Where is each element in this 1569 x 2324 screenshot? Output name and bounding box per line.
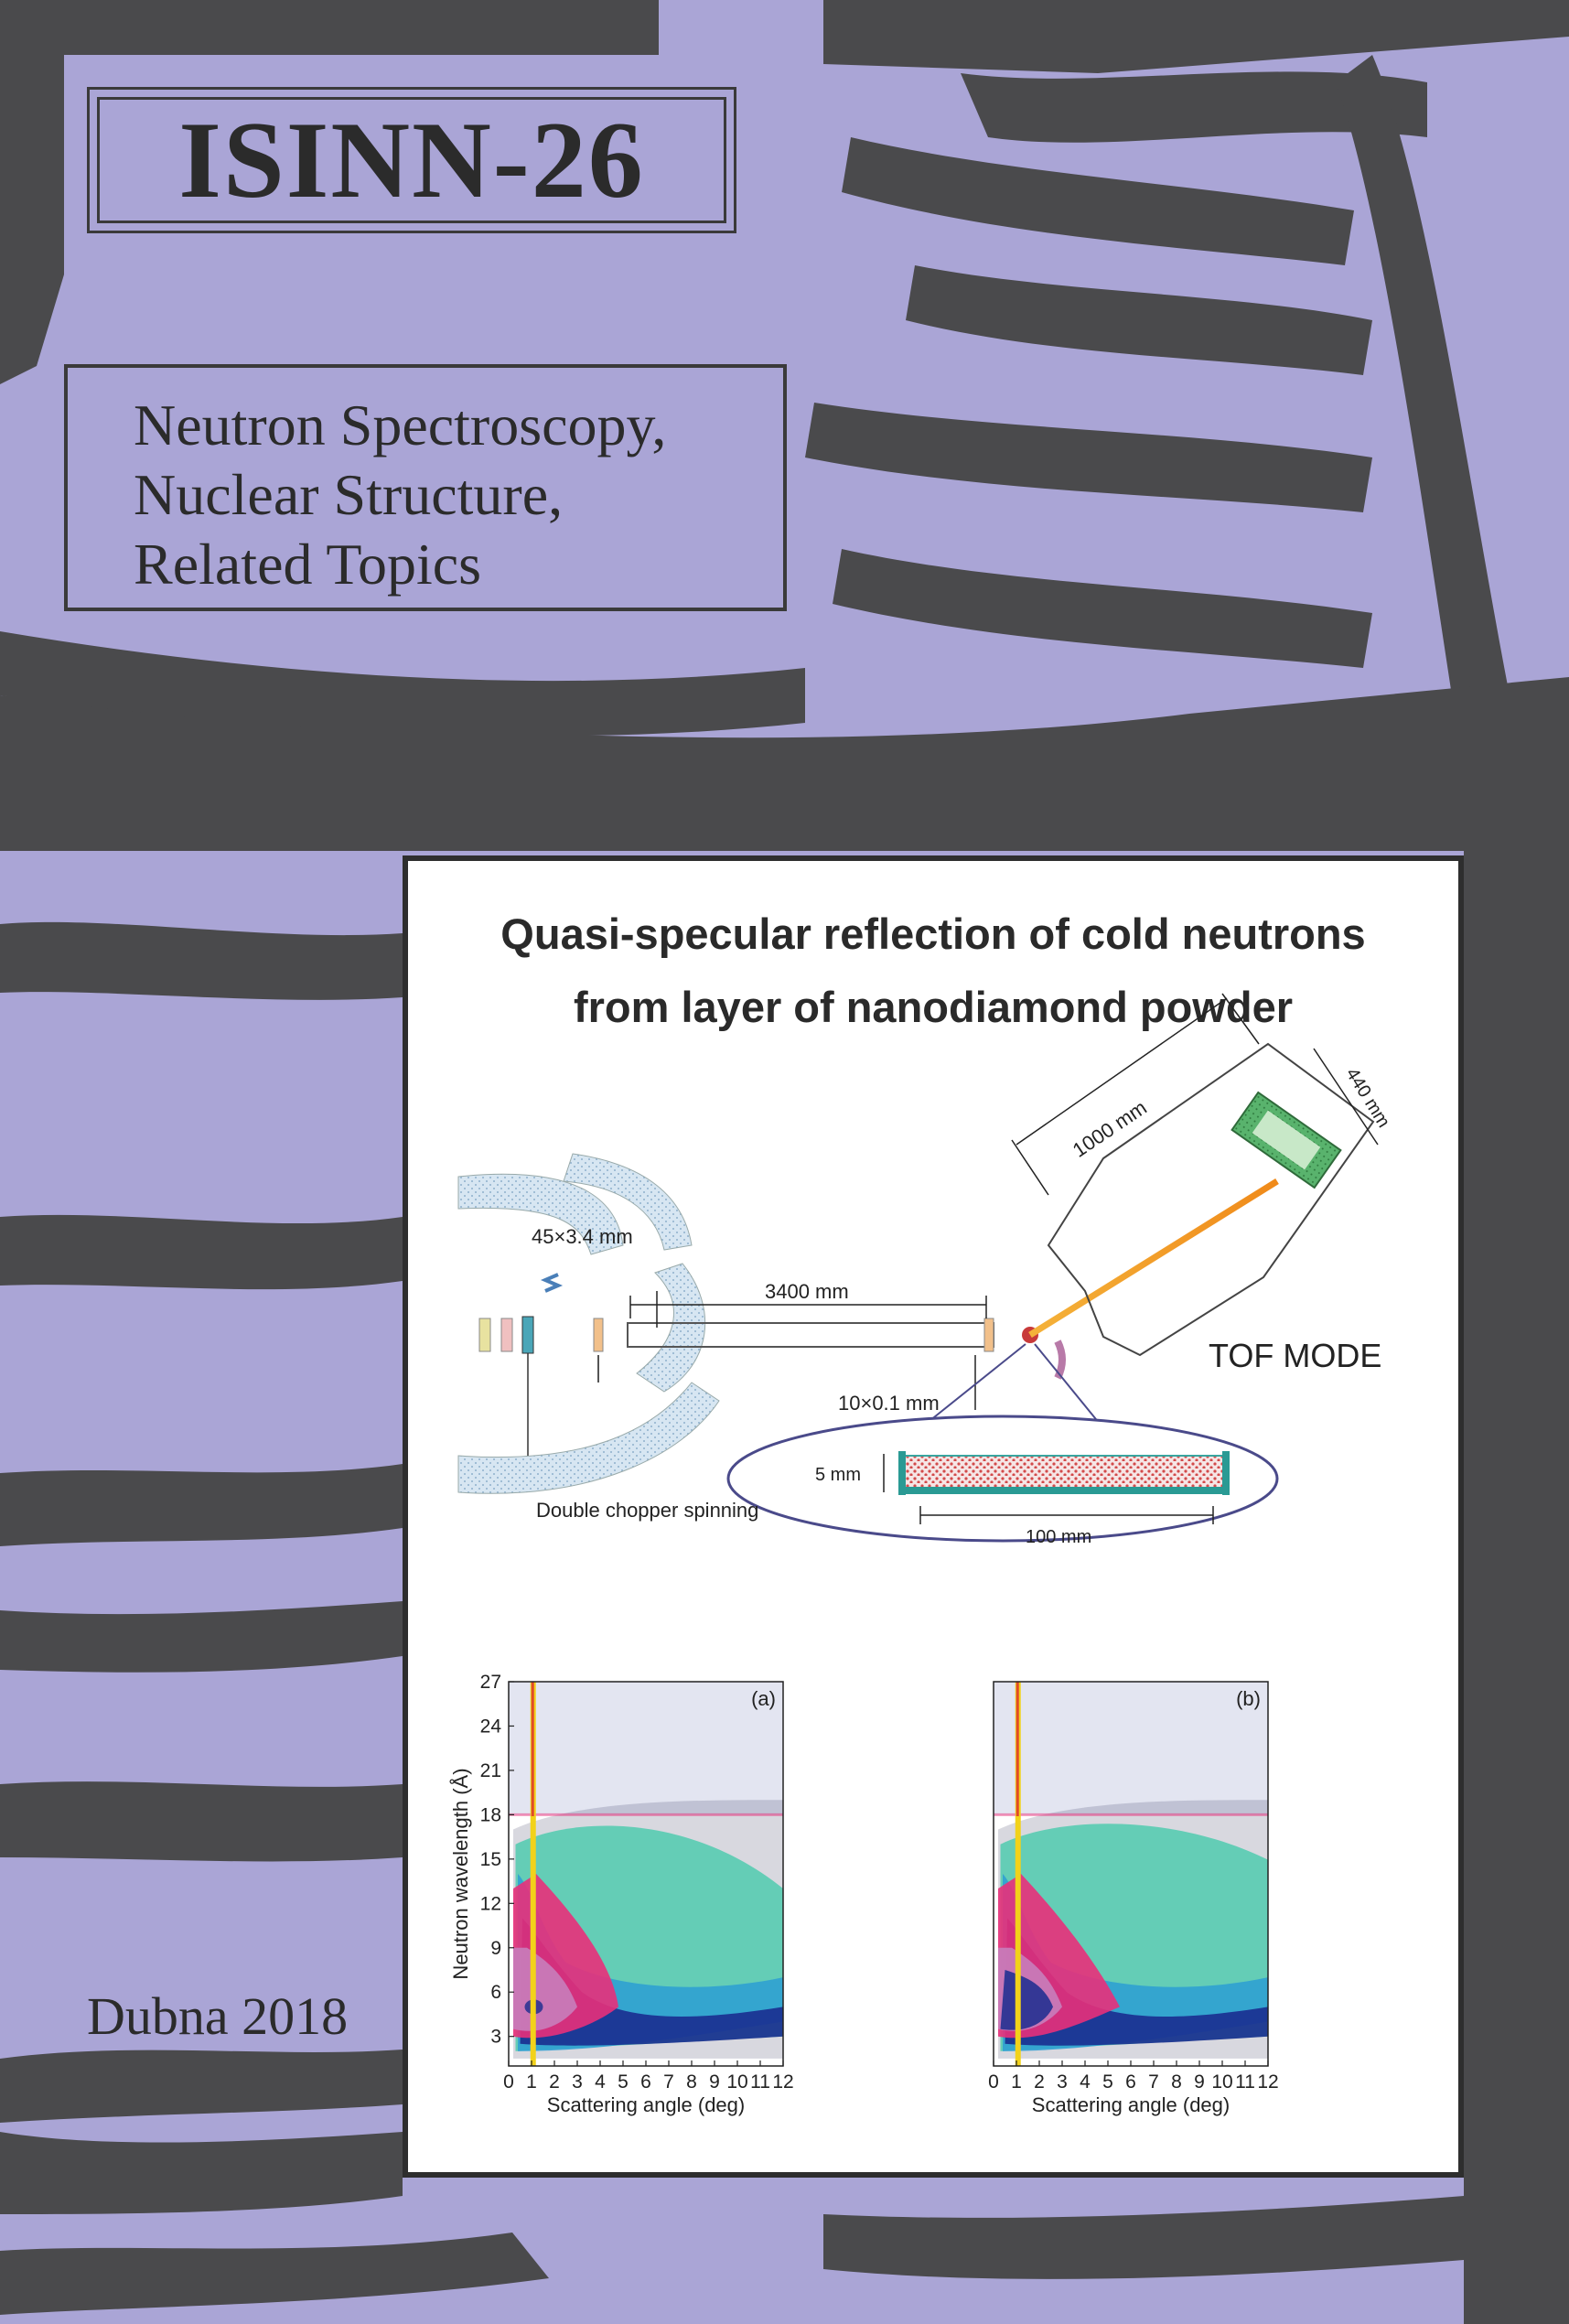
x-tick-label: 1 [1011, 2071, 1022, 2093]
y-tick-label: 6 [490, 1982, 501, 2003]
x-axis-label: Scattering angle (deg) [1032, 2093, 1230, 2116]
x-tick-label: 6 [1125, 2071, 1136, 2093]
heatmap-region-noise [509, 1682, 783, 1815]
y-tick-label: 24 [480, 1716, 502, 1737]
panel-label: (a) [751, 1687, 776, 1710]
subtitle-frame: Neutron Spectroscopy, Nuclear Structure,… [64, 364, 787, 611]
x-tick-label: 2 [1034, 2071, 1045, 2093]
x-tick-label: 8 [1171, 2071, 1182, 2093]
x-tick-label: 2 [549, 2071, 560, 2093]
sample-thickness-label: 5 mm [815, 1465, 861, 1485]
x-tick-label: 6 [640, 2071, 651, 2093]
sample-cell [898, 1451, 1230, 1495]
x-tick-label: 4 [595, 2071, 606, 2093]
y-tick-label: 9 [490, 1938, 501, 1959]
subtitle-line-1: Neutron Spectroscopy, [134, 393, 667, 457]
x-tick-label: 4 [1080, 2071, 1091, 2093]
chopper-elements [478, 1273, 994, 1456]
slit2-label: 10×0.1 mm [838, 1392, 940, 1415]
x-axis-label: Scattering angle (deg) [547, 2093, 745, 2116]
detector [1230, 1091, 1342, 1189]
figure-panel: Quasi-specular reflection of cold neutro… [403, 855, 1464, 2178]
setup-schematic: 45×3.4 mm 3400 mm 1000 mm 440 mm 10×0.1 … [426, 993, 1393, 2116]
x-tick-label: 11 [750, 2071, 770, 2093]
subtitle-line-2: Nuclear Structure, [134, 462, 564, 527]
x-tick-label: 10 [726, 2071, 747, 2093]
x-tick-label: 3 [572, 2071, 583, 2093]
chopper-label: Double chopper spinning [536, 1499, 758, 1522]
x-tick-label: 12 [772, 2071, 793, 2093]
figure-title-line-1: Quasi-specular reflection of cold neutro… [500, 909, 1366, 958]
x-tick-label: 10 [1211, 2071, 1232, 2093]
reflected-beam [1028, 1178, 1279, 1338]
x-tick-label: 1 [526, 2071, 537, 2093]
y-tick-label: 15 [480, 1849, 501, 1870]
detector-size-label: 440 mm [1341, 1065, 1393, 1132]
x-tick-label: 0 [988, 2071, 999, 2093]
y-tick-label: 21 [480, 1760, 501, 1781]
detector-housing [1047, 1042, 1375, 1357]
x-tick-label: 9 [709, 2071, 720, 2093]
slit1-label: 45×3.4 mm [532, 1225, 633, 1248]
x-tick-label: 9 [1194, 2071, 1205, 2093]
x-tick-label: 7 [1148, 2071, 1159, 2093]
specular-streak [530, 1682, 536, 2066]
dimension-lines [629, 993, 1379, 1410]
specular-core [531, 1682, 534, 1816]
x-tick-label: 7 [663, 2071, 674, 2093]
x-tick-label: 11 [1235, 2071, 1255, 2093]
cover-title: ISINN-26 [178, 99, 645, 221]
specular-core [1016, 1682, 1019, 1816]
heatmap-region-core [1000, 1970, 1053, 2030]
y-axis-label: Neutron wavelength (Å) [449, 1768, 472, 1979]
figure-title-line-2: from layer of nanodiamond powder [573, 983, 1293, 1031]
sample-length-label: 100 mm [1026, 1527, 1091, 1547]
mode-label: TOF MODE [1209, 1337, 1381, 1374]
neutron-guide-arcs [457, 1153, 720, 1494]
x-tick-label: 5 [1102, 2071, 1113, 2093]
flight-label: 3400 mm [765, 1280, 849, 1303]
x-tick-label: 3 [1057, 2071, 1068, 2093]
y-tick-label: 18 [480, 1804, 501, 1825]
x-tick-label: 0 [503, 2071, 514, 2093]
heatmap-region-noise [994, 1682, 1268, 1815]
y-tick-label: 12 [480, 1893, 501, 1914]
figure-title: Quasi-specular reflection of cold neutro… [408, 898, 1458, 1044]
y-tick-label: 3 [490, 2027, 501, 2048]
subtitle-line-3: Related Topics [134, 532, 482, 597]
specular-streak [1015, 1682, 1021, 2066]
panel-label: (b) [1236, 1687, 1261, 1710]
title-frame: ISINN-26 [87, 87, 736, 233]
y-tick-label: 27 [480, 1672, 501, 1693]
place-year: Dubna 2018 [87, 1986, 349, 2046]
x-tick-label: 5 [618, 2071, 629, 2093]
detector-distance-label: 1000 mm [1069, 1096, 1151, 1162]
x-tick-label: 12 [1257, 2071, 1278, 2093]
x-tick-label: 8 [686, 2071, 697, 2093]
